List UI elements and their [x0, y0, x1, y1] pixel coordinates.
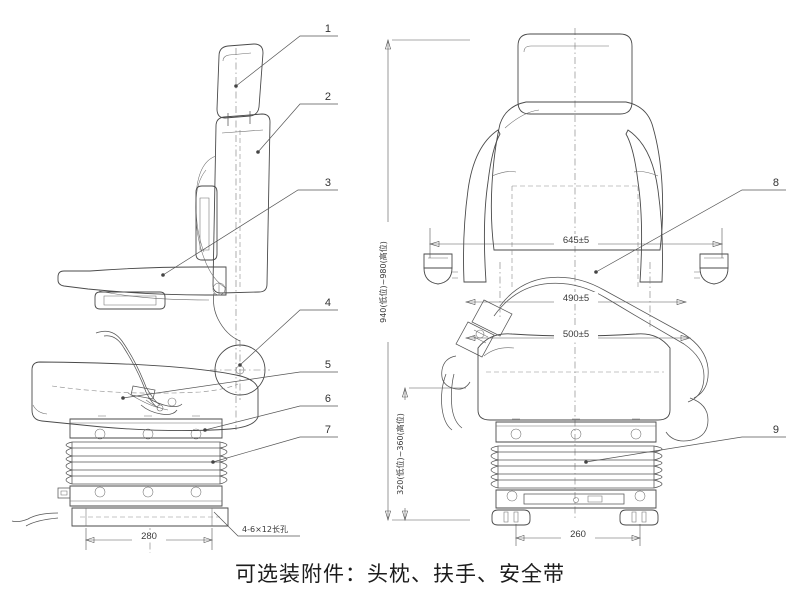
front-seat-cushion: [477, 333, 671, 421]
callout-2: 2: [325, 91, 331, 103]
dim-base-width-label: 260: [570, 529, 586, 540]
callout-7: 7: [325, 424, 331, 436]
headrest-stems: [227, 111, 251, 126]
front-belt-anchor-left: [441, 355, 471, 431]
dim-belt-upper-width: 490±5: [464, 262, 688, 330]
vertical-dimensions: 940(低位)~980(高位) 320(低位)~360(高位): [378, 38, 470, 522]
callout-leaders-left: [121, 35, 338, 464]
front-suspension-bottom-plate: [495, 489, 657, 509]
dim-backrest-width: 645±5: [428, 228, 724, 258]
dim-height-range-label: 940(低位)~980(高位): [378, 241, 388, 323]
dim-belt-upper-width-label: 490±5: [563, 293, 589, 304]
side-view: 280 4-6×12长孔 1 2 3 4 5 6: [11, 23, 338, 553]
front-headrest: [517, 33, 633, 115]
side-suspension-bellows: [65, 441, 228, 485]
callout-8: 8: [773, 177, 779, 189]
callout-1: 1: [325, 23, 331, 35]
front-backrest: [463, 101, 664, 290]
callout-6: 6: [325, 393, 331, 405]
callout-5: 5: [325, 359, 331, 371]
slot-note-label: 4-6×12长孔: [242, 524, 288, 534]
side-armrest: [195, 185, 218, 261]
side-suspension-top-plate: [69, 415, 223, 440]
side-headrest: [216, 43, 264, 119]
dim-seat-height-range-label: 320(低位)~360(高位): [395, 413, 405, 495]
front-armrest-right: [694, 253, 729, 285]
callout-4: 4: [325, 297, 331, 309]
dim-base-depth: 280: [85, 528, 213, 550]
side-seat-cushion: [31, 361, 259, 432]
side-suspension-bottom-plate: [57, 485, 223, 507]
drawing-caption: 可选装附件：头枕、扶手、安全带: [235, 562, 565, 586]
callout-leaders-right: [584, 189, 786, 464]
side-recliner-hub: [210, 340, 270, 400]
front-armrest-left: [423, 253, 458, 285]
side-backrest: [195, 113, 271, 294]
dim-backrest-width-label: 645±5: [563, 235, 589, 246]
dim-base-width: 260: [515, 524, 641, 546]
callout-9: 9: [773, 424, 779, 436]
callout-3: 3: [325, 177, 331, 189]
side-seat-belt: [95, 330, 183, 415]
front-suspension-top-plate: [495, 418, 657, 443]
front-mount-feet: [491, 509, 659, 526]
dim-base-depth-label: 280: [141, 531, 157, 542]
dim-cushion-width-label: 500±5: [563, 329, 589, 340]
front-belt-buckle: [455, 299, 513, 358]
side-pivot-bracket: [212, 282, 241, 342]
front-seat-belt: [441, 276, 709, 442]
front-suspension-bellows: [490, 445, 663, 489]
front-view: 645±5 490±5 500±5 260: [423, 28, 786, 546]
side-base-rail: [11, 507, 229, 527]
side-arm-panel: [57, 266, 227, 310]
slot-note: 4-6×12长孔: [213, 511, 300, 537]
dim-cushion-width: 500±5: [464, 328, 692, 341]
